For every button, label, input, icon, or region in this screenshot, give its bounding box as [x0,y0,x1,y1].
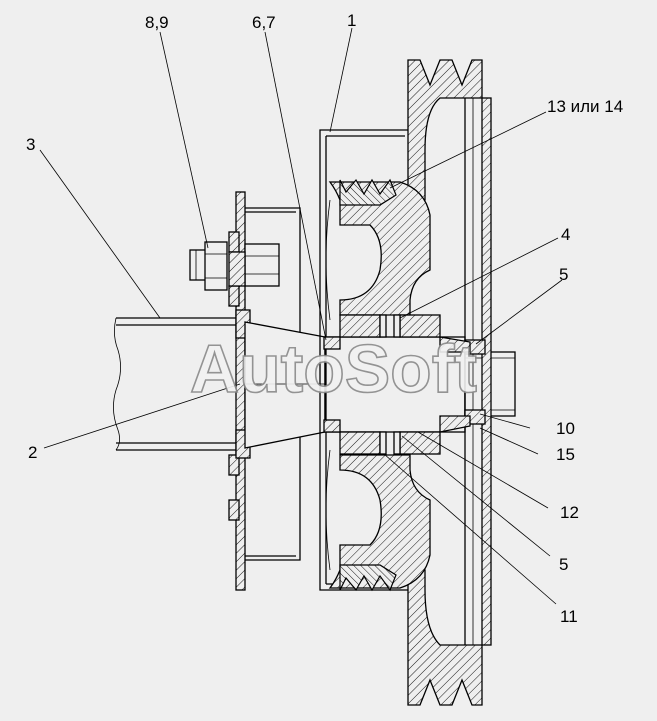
callout-5-lower: 5 [559,555,568,574]
watermark: AutoSoft [190,331,477,407]
callout-4: 4 [561,225,570,244]
callout-11: 11 [560,607,578,626]
leader-lines [39,27,563,605]
pipe-part-3 [113,317,236,451]
callout-1: 1 [347,11,356,30]
callout-6-7: 6,7 [252,13,276,32]
large-pulley [407,59,492,706]
callout-5-upper: 5 [559,265,568,284]
callout-13-14: 13 или 14 [547,97,623,116]
nut-washer [439,336,486,433]
callout-3: 3 [26,135,35,154]
callout-8-9: 8,9 [145,13,169,32]
callout-2: 2 [28,443,37,462]
callout-12: 12 [560,503,579,522]
callout-10: 10 [556,419,575,438]
hub-section [328,178,431,592]
bearings [323,314,441,455]
bracket-flange [228,191,301,591]
bolt-part-8-9 [189,241,280,291]
callout-15: 15 [556,445,575,464]
